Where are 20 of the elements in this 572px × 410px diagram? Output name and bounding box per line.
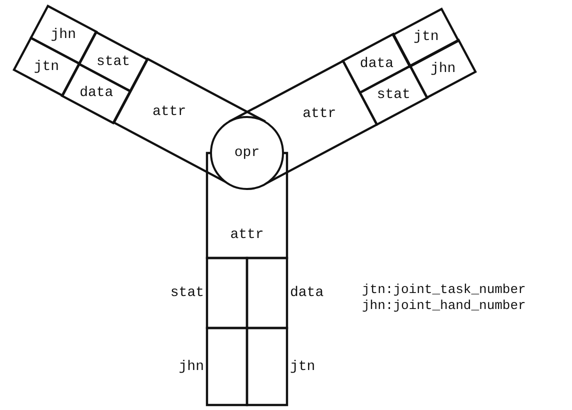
field-label: jhn: [50, 28, 76, 42]
legend-note: jtn:joint_task_number: [362, 283, 526, 298]
field-label: data: [80, 86, 114, 100]
record-field: [62, 64, 130, 123]
field-label: attr: [152, 104, 186, 119]
field-label: data: [360, 56, 394, 71]
field-label: jhn: [430, 62, 456, 76]
field-label: stat: [170, 286, 204, 300]
record-field: [360, 66, 428, 125]
field-label: jtn: [414, 30, 439, 44]
legend-note: jhn:joint_hand_number: [362, 299, 526, 314]
field-label: attr: [302, 107, 336, 122]
field-label: jhn: [178, 360, 204, 374]
field-label: data: [290, 286, 324, 300]
field-label: jtn: [290, 360, 316, 374]
field-label: stat: [96, 54, 130, 68]
operator-label: opr: [234, 146, 260, 160]
field-label: attr: [230, 228, 264, 242]
field-label: jtn: [34, 60, 60, 74]
field-label: stat: [376, 88, 410, 102]
